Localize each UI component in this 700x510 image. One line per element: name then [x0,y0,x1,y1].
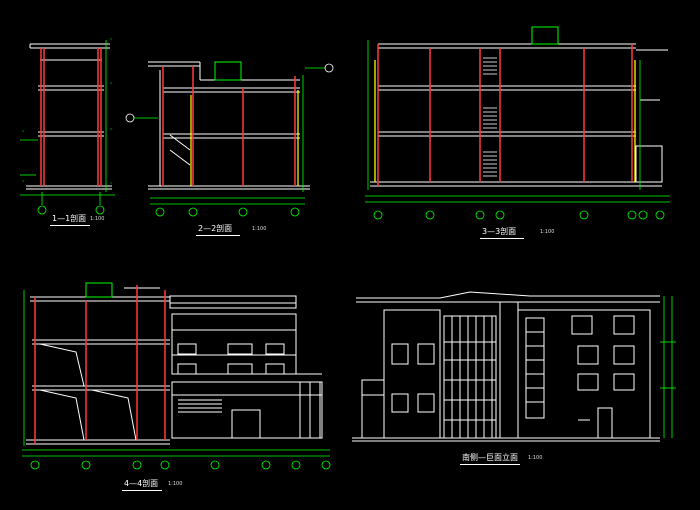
section-2-2-scale: 1:100 [252,226,267,232]
section-3-3-drawing [370,26,668,187]
section-1-1-columns [40,48,102,186]
svg-text:▽: ▽ [22,179,25,183]
section-4-4-dimensions [22,290,331,470]
svg-text:▽: ▽ [110,127,113,131]
section-2-2-accents [190,90,299,186]
section-4-4-columns [34,285,166,444]
section-1-1-title: 1—1剖面 [52,214,87,223]
section-4-4-drawing [26,282,170,445]
svg-text:▽: ▽ [110,37,113,41]
svg-text:▽: ▽ [110,81,113,85]
section-4-4-scale: 1:100 [168,481,183,487]
section-3-3-accents [374,60,636,182]
section-3-3-underline [480,238,524,239]
svg-text:▽: ▽ [110,181,113,185]
section-4-4-underline [122,490,162,491]
section-4-4-elevation-part [169,295,323,439]
section-3-3-title: 3—3剖面 [482,227,517,236]
svg-text:▽: ▽ [22,129,25,133]
section-1-1-underline [50,225,90,226]
section-1-1-drawing [26,43,112,190]
elevation-dimensions [660,296,676,438]
section-4-4-title: 4—4剖面 [124,479,159,488]
section-2-2-underline [196,235,240,236]
section-1-1-scale: 1:100 [90,216,105,222]
section-1-1-dimensions [20,40,115,215]
section-2-2-dimensions [125,63,334,217]
section-3-3-dimensions [365,40,670,220]
section-2-2-columns [162,66,296,186]
elevation-underline [460,464,520,465]
section-2-2-title: 2—2剖面 [198,224,233,233]
elevation-title: 南侧—巨面立面 [462,453,518,462]
section-1-1-level-marks: ▽ ▽ ▽ ▽ ▽ ▽ [22,37,113,185]
section-3-3-columns [377,44,633,186]
elevation-scale: 1:100 [528,455,543,461]
section-2-2-drawing [148,61,310,190]
section-3-3-scale: 1:100 [540,229,555,235]
section-3-3-stair [483,57,497,177]
elevation-drawing [352,291,660,442]
